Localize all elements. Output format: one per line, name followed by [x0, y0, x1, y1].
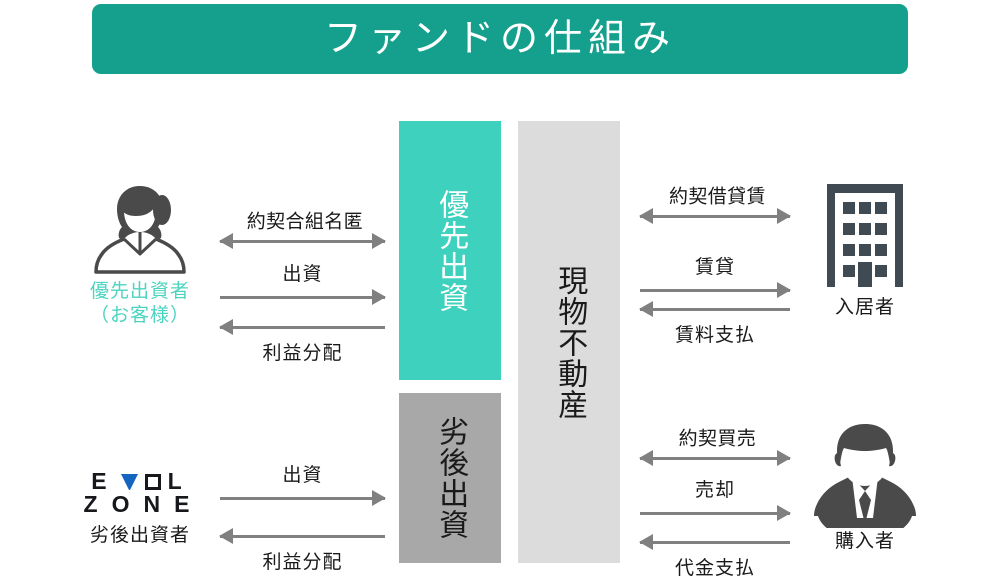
arrow-line [640, 214, 790, 218]
arrow-line [220, 325, 385, 329]
arrow-price-payment-label: 代金支払 [674, 558, 755, 579]
arrow-head-right-icon [777, 450, 791, 466]
arrow-profit-distribution-junior: 利益分配 [219, 527, 385, 573]
box-physical-real-estate: 現物不動産 [518, 121, 620, 563]
arrow-head-left-icon [219, 528, 233, 544]
actor-junior-investor-label: 劣後出資者 [89, 525, 190, 546]
arrow-head-left-icon [219, 319, 233, 335]
arrow-anonymous-partnership-contract: 匿名組合契約 [219, 211, 386, 250]
arrow-line [640, 511, 790, 515]
logo-letter-l: L [167, 468, 189, 494]
actor-senior-investor-label-line1: 優先出資者 [89, 281, 190, 302]
arrow-line [640, 540, 790, 544]
arrow-head-left-icon [639, 450, 653, 466]
actor-tenant-label: 入居者 [834, 297, 895, 318]
actor-buyer-label: 購入者 [834, 531, 895, 552]
logo-letter-z: Z [83, 491, 105, 517]
logo-letter-v-triangle-icon [120, 473, 138, 490]
arrow-investment-junior: 出資 [220, 465, 386, 507]
logo-letter-n: N [143, 491, 168, 517]
logo-letter-e: E [91, 468, 114, 494]
arrow-investment: 出資 [220, 264, 386, 306]
arrow-head-left-icon [639, 301, 653, 317]
arrow-rent-payment-label: 賃料支払 [674, 325, 755, 346]
arrow-profit-distribution: 利益分配 [219, 318, 385, 364]
arrow-line [220, 239, 385, 243]
arrow-line [220, 534, 385, 538]
arrow-sale-label: 売却 [694, 480, 735, 501]
arrow-head-right-icon [777, 505, 791, 521]
arrow-lease-label: 賃貸 [694, 257, 735, 278]
actor-junior-investor: E L Z O N E 劣後出資者 [55, 470, 225, 548]
box-junior-investment: 劣後出資 [399, 393, 501, 563]
arrow-head-right-icon [777, 208, 791, 224]
box-senior-investment: 優先出資 [399, 121, 501, 380]
arrow-line [640, 288, 790, 292]
arrow-line [220, 496, 385, 500]
evolzone-logo-line2: Z O N E [78, 493, 202, 516]
arrow-line [220, 295, 385, 299]
box-senior-investment-label: 優先出資 [434, 188, 468, 313]
arrow-head-right-icon [372, 490, 386, 506]
arrow-lease: 賃貸 [640, 257, 791, 299]
logo-letter-o-square-icon [144, 473, 161, 490]
logo-letter-o: O [111, 491, 137, 517]
arrow-profit-distribution-junior-label: 利益分配 [262, 552, 343, 573]
page-title-banner: ファンドの仕組み [92, 4, 908, 74]
arrow-head-right-icon [372, 289, 386, 305]
page-title: ファンドの仕組み [323, 18, 676, 60]
arrow-investment-label: 出資 [282, 264, 323, 285]
actor-senior-investor: 優先出資者 （お客様） [55, 180, 225, 328]
arrow-line [640, 456, 790, 460]
arrow-rent-payment: 賃料支払 [639, 300, 790, 346]
actor-buyer: 購入者 [790, 420, 940, 554]
woman-avatar-icon [94, 186, 186, 274]
arrow-head-left-icon [219, 233, 233, 249]
actor-tenant: 入居者 [790, 180, 940, 320]
arrow-head-left-icon [639, 208, 653, 224]
evolzone-logo-line1: E L [78, 470, 202, 493]
box-physical-real-estate-label: 現物不動産 [553, 264, 587, 420]
arrow-sale-contract-label: 売買契約 [675, 428, 755, 448]
arrow-investment-junior-label: 出資 [282, 465, 323, 486]
arrow-lease-contract-label: 賃貸借契約 [665, 186, 765, 206]
arrow-price-payment: 代金支払 [639, 533, 790, 579]
arrow-head-right-icon [777, 282, 791, 298]
evolzone-logo: E L Z O N E [78, 470, 202, 516]
arrow-sale: 売却 [640, 480, 791, 522]
arrow-sale-contract: 売買契約 [639, 428, 791, 467]
building-icon [827, 184, 903, 287]
logo-letter-e2: E [174, 491, 197, 517]
businessman-avatar-icon [814, 424, 916, 528]
arrow-line [640, 307, 790, 311]
arrow-anonymous-partnership-contract-label: 匿名組合契約 [243, 211, 362, 231]
actor-senior-investor-label-line2: （お客様） [89, 304, 190, 326]
arrow-head-left-icon [639, 534, 653, 550]
box-junior-investment-label: 劣後出資 [434, 416, 468, 540]
arrow-lease-contract: 賃貸借契約 [639, 186, 791, 225]
arrow-profit-distribution-label: 利益分配 [262, 343, 343, 364]
arrow-head-right-icon [372, 233, 386, 249]
